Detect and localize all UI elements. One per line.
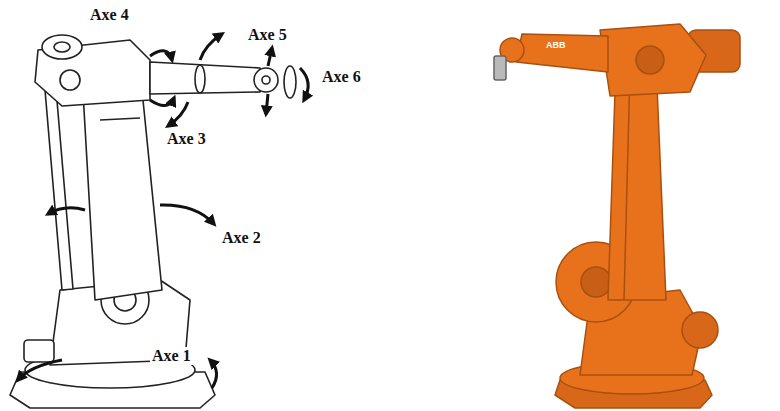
axis-label: Axe 2 <box>220 229 263 247</box>
robot-photo <box>494 24 740 408</box>
axis-label: Axe 5 <box>246 26 289 44</box>
axis-label: Axe 4 <box>88 6 131 24</box>
axis-label: Axe 1 <box>150 347 193 365</box>
axis-label: Axe 3 <box>165 130 208 148</box>
rotation-arrows <box>18 34 308 388</box>
axis-label: Axe 6 <box>320 68 363 86</box>
robot-line-drawing <box>10 35 296 408</box>
logo-text: ABB <box>546 41 566 51</box>
